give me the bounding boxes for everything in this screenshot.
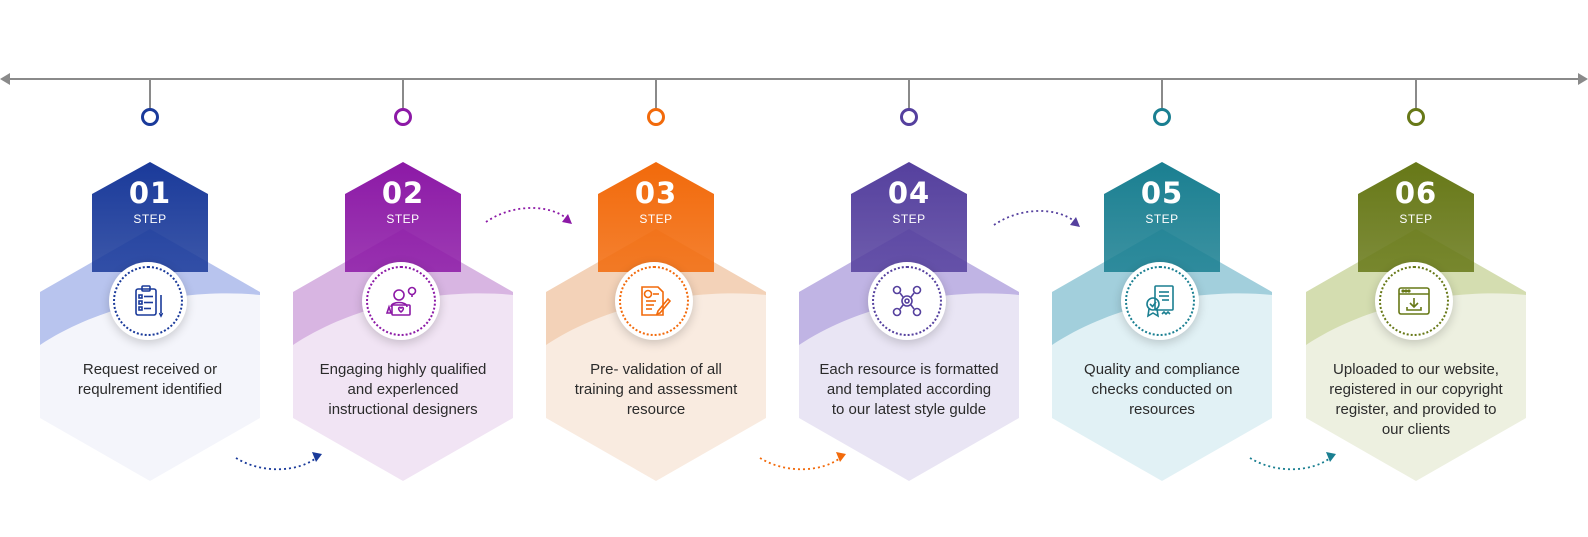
timeline-marker <box>141 108 159 126</box>
connector-arrow-5-6 <box>1249 452 1336 471</box>
step-number: 02 <box>381 176 425 210</box>
connector-arrow-2-3 <box>485 207 572 224</box>
step-description: Request received or requlrement identifi… <box>77 361 223 398</box>
step-3: 03 STEP Pre- validation of all training … <box>546 0 766 537</box>
badge-hexagon <box>1104 162 1220 272</box>
step-label: STEP <box>386 212 420 226</box>
step-badge <box>1104 162 1220 272</box>
step-label: STEP <box>1399 212 1433 226</box>
icon-ring <box>366 266 436 336</box>
designer-idea-icon <box>385 286 417 316</box>
step-number: 06 <box>1394 176 1438 210</box>
step-label: STEP <box>892 212 926 226</box>
step-number: 05 <box>1140 176 1184 210</box>
timeline-marker <box>1153 108 1171 126</box>
icon-ring <box>872 266 942 336</box>
connector-arrow-4-5 <box>993 210 1080 227</box>
timeline-stem <box>1415 79 1417 109</box>
icon-circle <box>362 262 440 340</box>
timeline-stem <box>149 79 151 109</box>
step-label: STEP <box>133 212 167 226</box>
badge-hexagon <box>1358 162 1474 272</box>
timeline-marker <box>647 108 665 126</box>
icon-circle <box>109 262 187 340</box>
timeline-stem <box>908 79 910 109</box>
step-badge <box>598 162 714 272</box>
step-description: Pre- validation of all training and asse… <box>574 361 738 418</box>
connector-arrow-3-4 <box>759 452 846 471</box>
step-badge <box>851 162 967 272</box>
step-4: 04 STEP Each resource is formatte <box>799 0 1019 537</box>
timeline-stem <box>1161 79 1163 109</box>
icon-circle <box>1121 262 1199 340</box>
browser-download-icon <box>1398 287 1430 315</box>
timeline-stem <box>655 79 657 109</box>
step-badge <box>1358 162 1474 272</box>
resource-network-icon <box>892 285 922 317</box>
icon-ring <box>1125 266 1195 336</box>
connector-arrow-1-2 <box>235 452 322 471</box>
icon-ring <box>113 266 183 336</box>
badge-hexagon <box>345 162 461 272</box>
step-number: 04 <box>887 176 931 210</box>
step-1: 01 STEP Request received or requl <box>40 0 260 537</box>
step-number: 01 <box>128 176 172 210</box>
document-validation-icon <box>641 286 672 316</box>
step-number: 03 <box>634 176 678 210</box>
step-2: 02 STEP Engaging highly qualified and ex… <box>293 0 513 537</box>
step-badge <box>345 162 461 272</box>
step-6: 06 STEP Uploaded to our website, registe… <box>1306 0 1526 537</box>
timeline-marker <box>900 108 918 126</box>
timeline-stem <box>402 79 404 109</box>
timeline-line <box>8 78 1580 80</box>
icon-ring <box>1379 266 1449 336</box>
step-label: STEP <box>1145 212 1179 226</box>
timeline-arrow-right <box>1578 73 1588 85</box>
icon-ring <box>619 266 689 336</box>
step-description: Engaging highly qualified and experlence… <box>319 361 487 418</box>
step-label: STEP <box>639 212 673 226</box>
step-description: Each resource is formatted and templated… <box>819 361 999 418</box>
step-description: Quality and compliance checks conducted … <box>1084 361 1240 418</box>
icon-circle <box>868 262 946 340</box>
timeline-marker <box>394 108 412 126</box>
timeline-arrow-left <box>0 73 10 85</box>
badge-hexagon <box>92 162 208 272</box>
badge-hexagon <box>851 162 967 272</box>
step-5: 05 STEP Quality and compliance checks co… <box>1052 0 1272 537</box>
icon-circle <box>1375 262 1453 340</box>
icon-circle <box>615 262 693 340</box>
badge-hexagon <box>598 162 714 272</box>
timeline-marker <box>1407 108 1425 126</box>
step-description: Uploaded to our website, registered in o… <box>1329 361 1503 438</box>
certificate-quality-icon <box>1146 285 1174 318</box>
step-badge <box>92 162 208 272</box>
clipboard-checklist-icon <box>135 285 164 318</box>
